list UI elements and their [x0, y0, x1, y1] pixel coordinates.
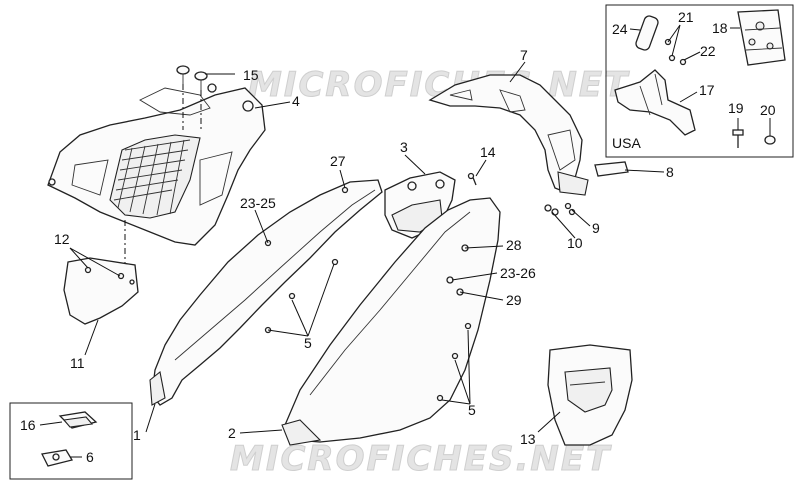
callout-14: 14: [480, 144, 496, 160]
callout-1: 1: [133, 427, 141, 443]
callout-6: 6: [86, 449, 94, 465]
part-19-bolt: [732, 129, 744, 148]
watermark-bottom: MICROFICHES.NET: [230, 439, 612, 479]
callout-28: 28: [506, 237, 522, 253]
callout-9: 9: [592, 220, 600, 236]
callout-2: 2: [228, 425, 236, 441]
inset-box-clips: [9, 402, 133, 480]
part-16-clip: [58, 411, 98, 429]
callout-5-a: 5: [304, 335, 312, 351]
part-5-screws-right: [436, 322, 472, 402]
callout-3: 3: [400, 139, 408, 155]
part-11-mud-flap: [63, 220, 139, 325]
callout-5-b: 5: [468, 402, 476, 418]
part-21-22-bolts: [664, 38, 687, 66]
part-6-clip-nut: [41, 449, 74, 467]
callout-13: 13: [520, 431, 536, 447]
callout-12: 12: [54, 231, 70, 247]
callout-22: 22: [700, 43, 716, 59]
part-7-rear-fender: [428, 74, 589, 196]
callout-7: 7: [520, 47, 528, 63]
part-9-10-fasteners: [544, 202, 576, 216]
part-1-left-side-panel: [149, 179, 383, 406]
part-18-plate-holder: [737, 9, 786, 66]
part-4-under-seat-tray: [47, 83, 266, 246]
callout-24: 24: [612, 21, 628, 37]
callout-16: 16: [20, 417, 36, 433]
callout-11: 11: [70, 355, 85, 371]
callout-27: 27: [330, 153, 346, 169]
callout-23-26: 23-26: [500, 265, 536, 281]
part-14-screw: [467, 172, 477, 186]
part-13-rear-cover: [547, 344, 633, 446]
callout-20: 20: [760, 102, 776, 118]
callout-23-25: 23-25: [240, 195, 276, 211]
callout-29: 29: [506, 292, 522, 308]
watermark-top: MICROFICHES.NET: [248, 65, 630, 105]
callout-10: 10: [567, 235, 583, 251]
callout-21: 21: [678, 9, 694, 25]
part-8-reflector: [594, 161, 629, 177]
part-2-right-side-panel: [281, 197, 501, 446]
callout-8: 8: [666, 164, 674, 180]
leader-lines: [39, 24, 771, 458]
callout-17: 17: [699, 82, 715, 98]
callout-19: 19: [728, 100, 744, 116]
callout-15: 15: [243, 67, 259, 83]
part-17-license-bracket: [614, 69, 696, 136]
part-15-rivets: [176, 65, 208, 130]
callout-labels: 1 2 3 4 5 5 5 6 7 8 9 10 11 12 13 14 15 …: [20, 9, 776, 465]
part-5-screws-left: [264, 258, 339, 334]
part-24-plate-bracket: [635, 15, 659, 51]
region-label-usa: USA: [612, 135, 641, 151]
inset-box-usa: [605, 4, 794, 158]
callout-18: 18: [712, 20, 728, 36]
callout-4: 4: [292, 93, 300, 109]
part-20-nut: [764, 135, 776, 145]
